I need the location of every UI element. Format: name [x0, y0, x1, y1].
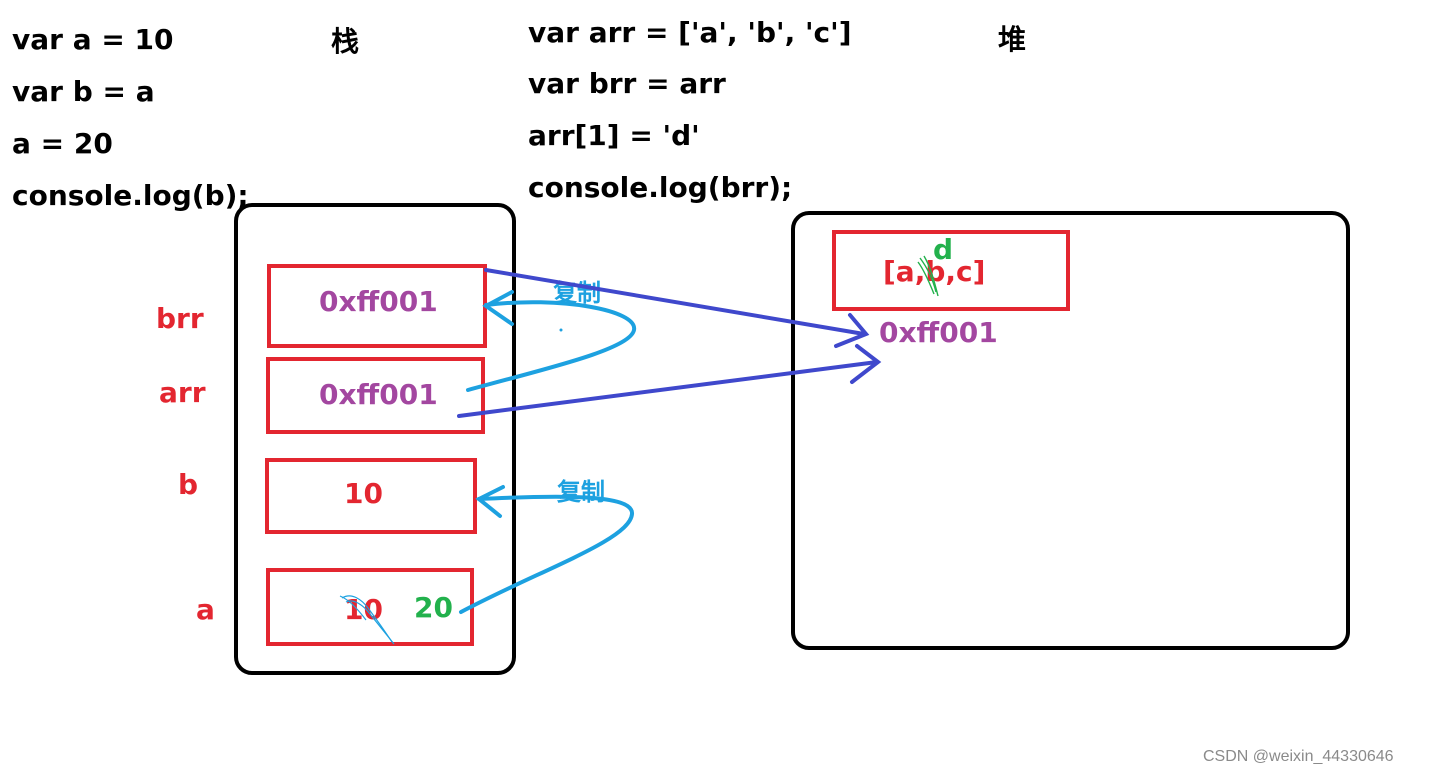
stack-cell-brr-value: 0xff001 — [319, 285, 438, 318]
var-label-brr: brr — [156, 302, 204, 335]
stack-cell-a-new-value: 20 — [414, 591, 453, 624]
left-code-line-2: var b = a — [12, 75, 155, 108]
copy-label-bottom: 复制 — [557, 478, 605, 506]
stack-cell-arr-value: 0xff001 — [319, 378, 438, 411]
var-label-a: a — [196, 593, 215, 626]
left-code-line-3: a = 20 — [12, 127, 113, 160]
stack-cell-b-value: 10 — [344, 477, 383, 510]
stack-title: 栈 — [331, 25, 360, 58]
var-label-arr: arr — [159, 376, 206, 409]
watermark: CSDN @weixin_44330646 — [1203, 748, 1394, 765]
right-code-line-4: console.log(brr); — [528, 171, 793, 204]
left-code-line-1: var a = 10 — [12, 23, 174, 56]
right-code-line-2: var brr = arr — [528, 67, 726, 100]
left-code-line-4: console.log(b); — [12, 179, 249, 212]
stray-dot — [559, 328, 563, 332]
stack-container — [234, 203, 516, 675]
heap-address: 0xff001 — [879, 316, 998, 349]
heap-title: 堆 — [998, 23, 1027, 56]
heap-container — [791, 211, 1350, 650]
stack-cell-a-old-value: 10 — [344, 593, 383, 626]
right-code-line-1: var arr = ['a', 'b', 'c'] — [528, 16, 852, 49]
copy-label-top: 复制 — [553, 279, 601, 307]
right-code-line-3: arr[1] = 'd' — [528, 119, 700, 152]
var-label-b: b — [178, 468, 199, 501]
heap-array-replacement: d — [933, 233, 954, 266]
